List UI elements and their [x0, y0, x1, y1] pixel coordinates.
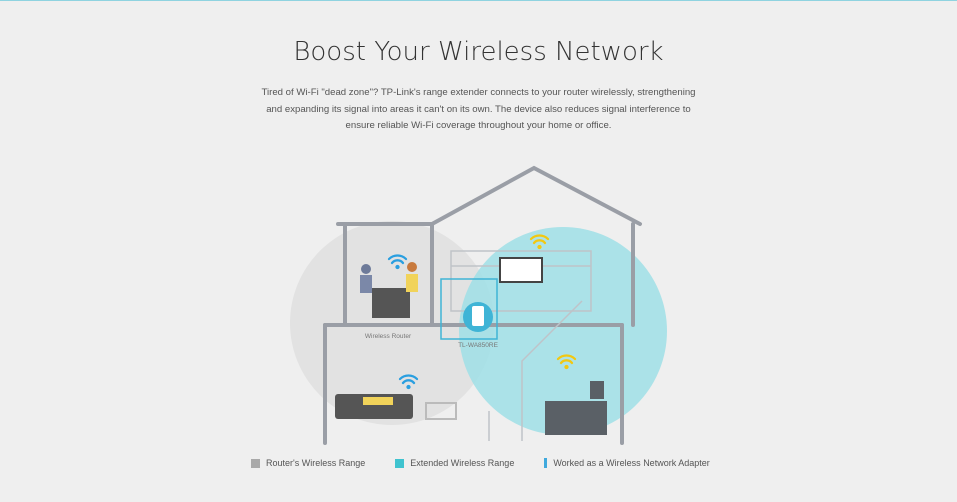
- blue-bar-icon: [544, 458, 548, 468]
- wifi-icon: [556, 354, 577, 370]
- router-label: Wireless Router: [365, 333, 412, 340]
- legend-label: Router's Wireless Range: [266, 458, 366, 468]
- extender-connection: [440, 278, 498, 340]
- page-title: Boost Your Wireless Network: [293, 37, 664, 67]
- router-device: [425, 402, 457, 420]
- gray-swatch-icon: [251, 458, 260, 468]
- extender-label: TL-WA850RE: [458, 342, 499, 349]
- legend-item-extended-range: Extended Wireless Range: [395, 458, 514, 468]
- legend-label: Worked as a Wireless Network Adapter: [553, 458, 710, 468]
- page-description: Tired of Wi-Fi "dead zone"? TP-Link's ra…: [261, 87, 696, 131]
- kitchen-counter: [545, 401, 607, 435]
- legend: Router's Wireless Range Extended Wireles…: [251, 458, 740, 468]
- wifi-icon: [398, 374, 419, 390]
- sofa: [335, 394, 413, 419]
- wifi-icon: [529, 234, 550, 250]
- legend-item-router-range: Router's Wireless Range: [251, 458, 365, 468]
- wifi-icon: [387, 254, 408, 270]
- cyan-swatch-icon: [395, 458, 405, 468]
- legend-label: Extended Wireless Range: [410, 458, 515, 468]
- legend-item-adapter: Worked as a Wireless Network Adapter: [544, 458, 710, 468]
- tv: [499, 257, 543, 283]
- desk: [372, 288, 410, 318]
